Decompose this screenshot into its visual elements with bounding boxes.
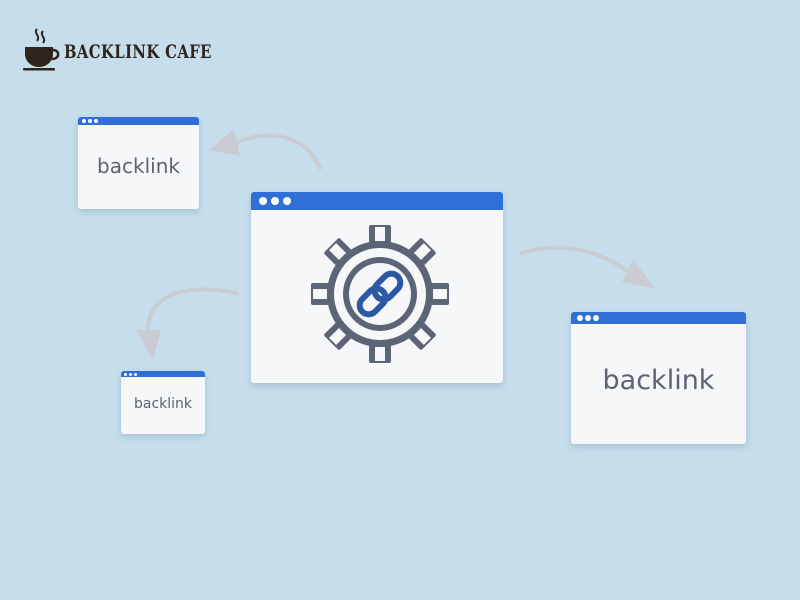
window-dot — [593, 315, 599, 321]
brand-logo: BACKLINK CAFE — [22, 26, 254, 72]
window-title-bar — [121, 371, 205, 377]
window-dot — [271, 197, 279, 205]
window-center — [251, 192, 503, 383]
window-dot — [129, 372, 132, 376]
window-dot — [94, 119, 98, 123]
window-dot — [577, 315, 583, 321]
arrow-to-bottom-left — [136, 287, 238, 360]
window-dot — [124, 372, 127, 376]
chain-link-icon — [356, 270, 404, 318]
window-dot — [82, 119, 86, 123]
window-dot — [259, 197, 267, 205]
gear-icon — [311, 225, 449, 363]
window-title-bar — [78, 117, 199, 125]
window-backlink-right: backlink — [571, 312, 746, 444]
window-dot — [585, 315, 591, 321]
gear-link-icon — [311, 225, 449, 363]
backlink-label: backlink — [602, 365, 715, 396]
window-backlink-top-left: backlink — [78, 117, 199, 209]
window-dot — [88, 119, 92, 123]
backlink-label: backlink — [97, 154, 180, 178]
coffee-cup-icon — [23, 28, 60, 71]
window-dot — [134, 372, 137, 376]
arrow-to-right — [520, 245, 655, 289]
brand-name: BACKLINK CAFE — [64, 41, 212, 63]
window-backlink-bottom-left: backlink — [121, 371, 205, 434]
window-title-bar — [251, 192, 503, 210]
arrow-to-top-left — [209, 129, 322, 170]
backlink-label: backlink — [133, 396, 193, 412]
window-dot — [283, 197, 291, 205]
window-title-bar — [571, 312, 746, 324]
